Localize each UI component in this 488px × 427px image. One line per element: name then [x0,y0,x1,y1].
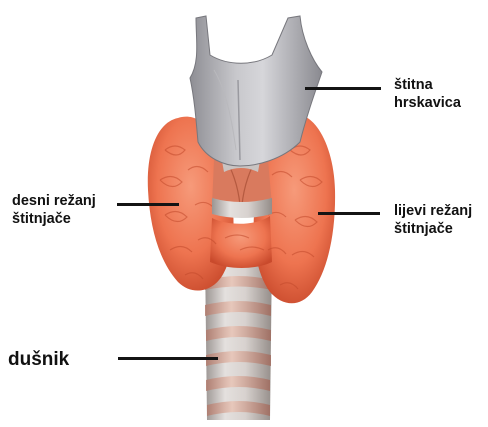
thyroid-cartilage-label-line2: hrskavica [394,94,461,112]
right-lobe-label-line2: štitnjače [12,210,96,228]
trachea-leader-line [118,357,218,360]
thyroid-cartilage-label: štitna hrskavica [394,76,461,112]
right-lobe-leader-line [117,203,179,206]
left-lobe-leader-line [318,212,380,215]
left-lobe-label-line2: štitnjače [394,220,472,238]
left-lobe-label-line1: lijevi režanj [394,202,472,220]
cartilage-leader-line [305,87,381,90]
thyroid-cartilage-label-line1: štitna [394,76,461,94]
right-lobe-label: desni režanj štitnjače [12,192,96,228]
trachea-label: dušnik [8,348,69,372]
left-lobe-label: lijevi režanj štitnjače [394,202,472,238]
right-lobe-label-line1: desni režanj [12,192,96,210]
